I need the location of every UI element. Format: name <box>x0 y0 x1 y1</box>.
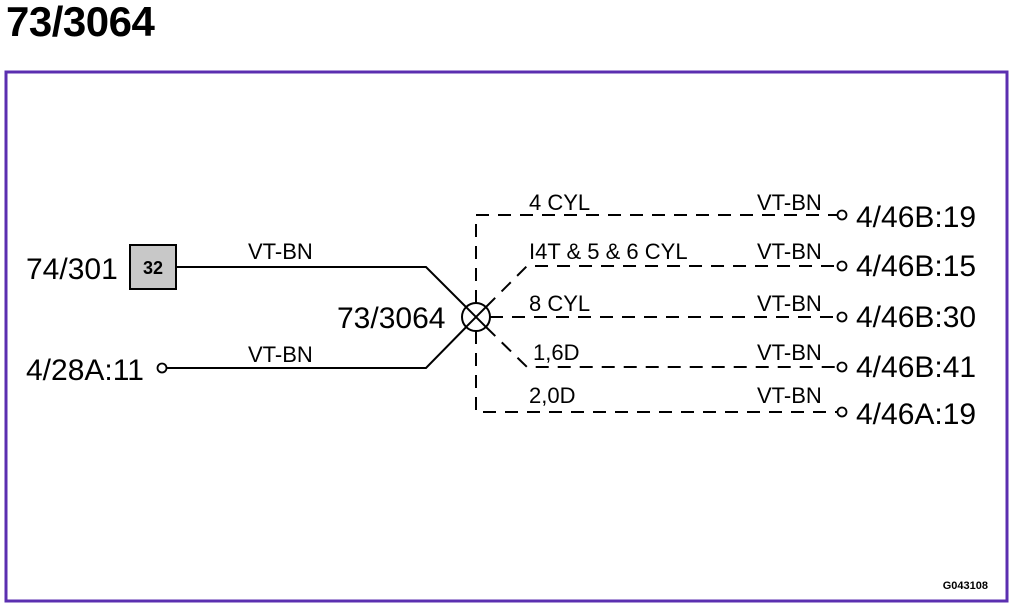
wire-color-label: VT-BN <box>757 239 822 264</box>
terminal-circle[interactable] <box>836 209 848 221</box>
diagram-frame <box>4 70 1009 603</box>
wire-color-label: VT-BN <box>757 340 822 365</box>
branch-wire <box>475 214 837 303</box>
wire-color-label: VT-BN <box>757 190 822 215</box>
right-terminal-label: 4/46B:15 <box>856 250 976 283</box>
left-wire <box>176 266 477 318</box>
wire-color-label: VT-BN <box>757 291 822 316</box>
wire-color-label: VT-BN <box>757 383 822 408</box>
right-terminal-label: 4/46A:19 <box>856 398 976 431</box>
splice-label: 73/3064 <box>337 302 445 335</box>
terminal-circle[interactable] <box>836 311 848 323</box>
terminal-circle[interactable] <box>836 361 848 373</box>
connector-pin-label: 32 <box>143 258 163 278</box>
terminal-circle[interactable] <box>836 406 848 418</box>
wire-color-label: VT-BN <box>248 342 313 367</box>
right-terminal-label: 4/46B:30 <box>856 301 976 334</box>
connector-box[interactable] <box>129 244 177 290</box>
branch-wire <box>485 265 837 308</box>
right-terminal-label: 4/46B:41 <box>856 351 976 384</box>
left-terminal-label: 4/28A:11 <box>26 354 144 387</box>
variant-label: 4 CYL <box>529 190 590 215</box>
terminal-circle[interactable] <box>836 260 848 272</box>
right-terminal-label: 4/46B:19 <box>856 201 976 234</box>
variant-label: I4T & 5 & 6 CYL <box>529 239 688 264</box>
figure-code: G043108 <box>943 580 988 592</box>
wire-color-label: VT-BN <box>248 239 313 264</box>
branch-wire <box>475 331 837 413</box>
left-wire <box>166 316 477 369</box>
page-title: 73/3064 <box>6 0 155 45</box>
splice-point[interactable] <box>461 302 491 332</box>
variant-label: 1,6D <box>533 340 579 365</box>
variant-label: 8 CYL <box>529 291 590 316</box>
terminal-circle[interactable] <box>156 362 168 374</box>
variant-label: 2,0D <box>529 383 575 408</box>
left-terminal-label: 74/301 <box>26 253 118 286</box>
